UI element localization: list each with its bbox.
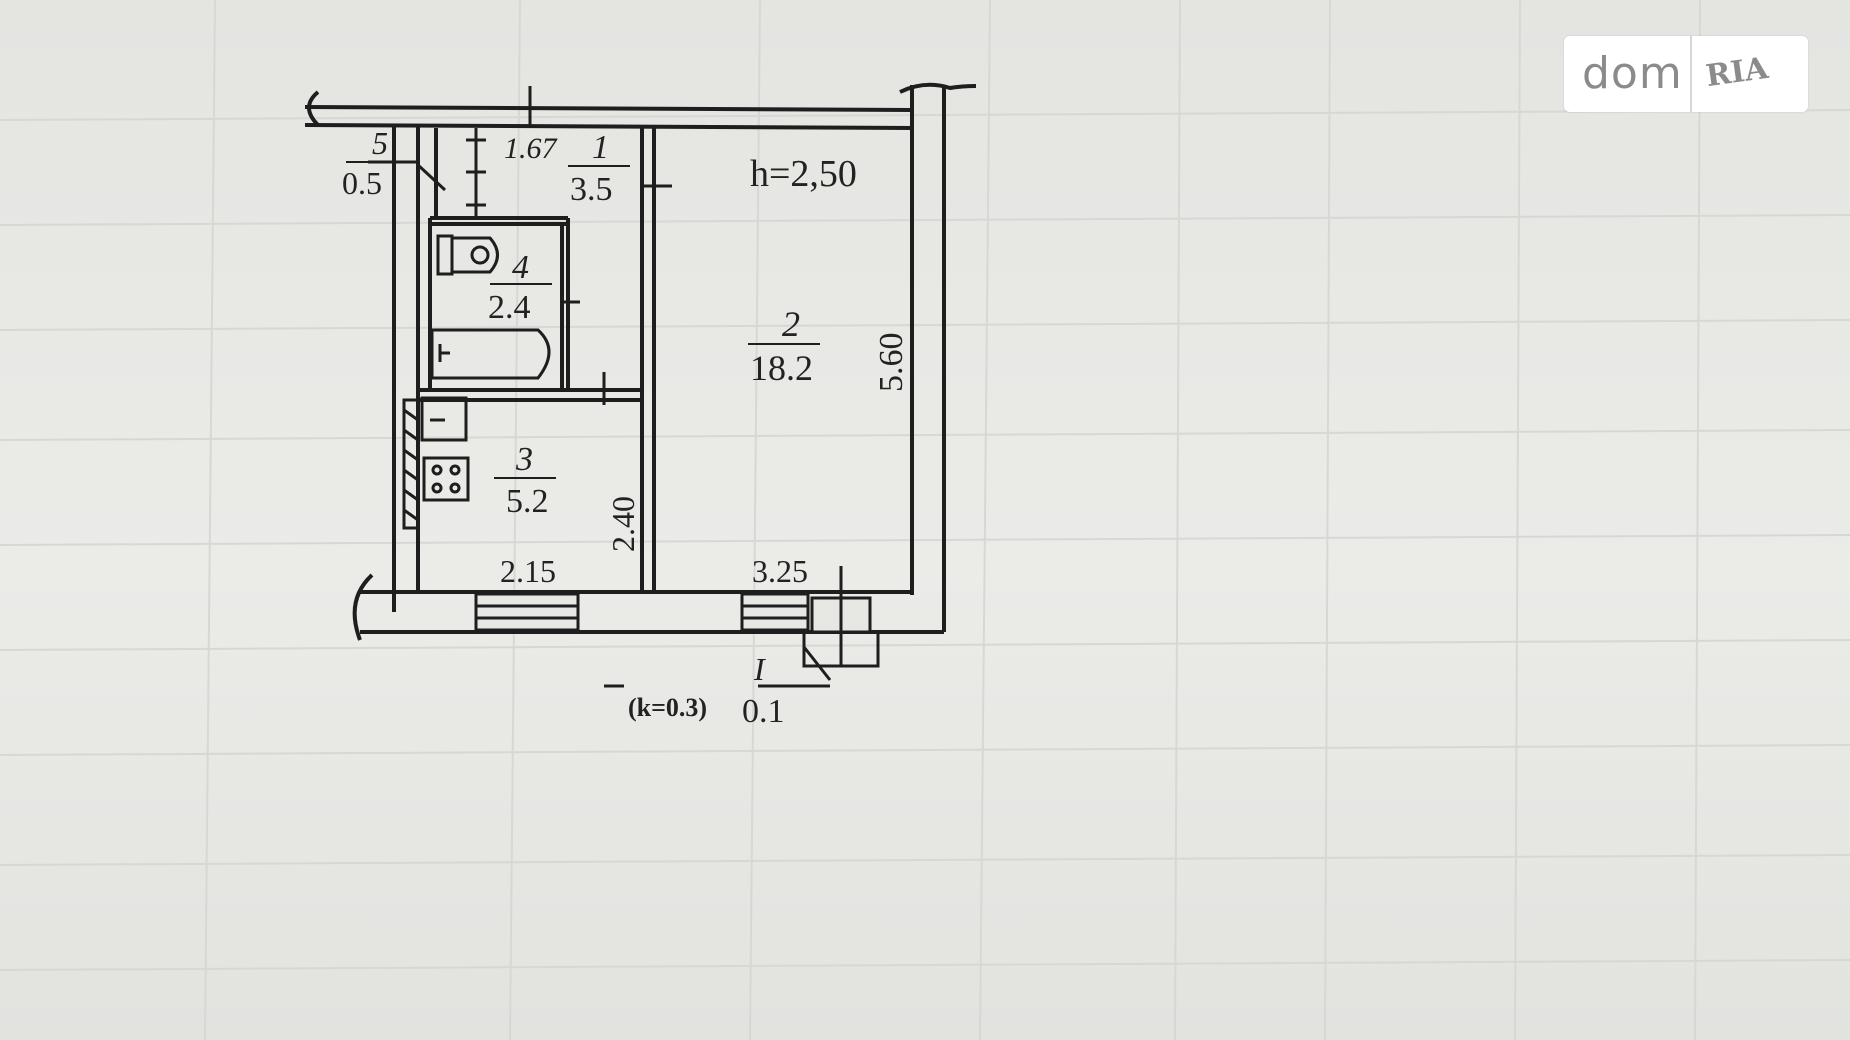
room3-width-label: 2.15: [500, 553, 556, 589]
room-5-area: 0.5: [342, 165, 382, 201]
room-1-area: 3.5: [570, 171, 613, 208]
balcony-number: I: [753, 651, 766, 687]
balcony-coefficient: (k=0.3): [628, 693, 707, 722]
windows: [474, 566, 880, 681]
room-3-area: 5.2: [506, 483, 549, 520]
logo-text-ria: RIA: [1703, 50, 1771, 95]
fixtures: [402, 234, 551, 530]
room-2-area: 18.2: [750, 348, 813, 388]
room2-width-label: 3.25: [752, 553, 808, 589]
room2-height-label: 5.60: [873, 333, 910, 393]
toilet-icon: [436, 234, 499, 276]
ceiling-height-label: h=2,50: [750, 153, 857, 195]
room-5-number: 5: [372, 125, 388, 161]
balcony-area: 0.1: [742, 693, 785, 730]
bathtub-icon: [430, 328, 551, 380]
room-2-number: 2: [782, 304, 800, 344]
sink-icon: [420, 396, 468, 442]
logo-divider: [1690, 36, 1692, 112]
room-3-number: 3: [515, 441, 533, 478]
dom-ria-watermark-logo: dom RIA: [1564, 36, 1808, 112]
room-4-area: 2.4: [488, 289, 531, 326]
dimension-labels: 1.67 2.15 3.25 5.60 2.40: [500, 132, 910, 589]
room3-height-label: 2.40: [605, 496, 641, 552]
room-1-number: 1: [592, 129, 609, 166]
corridor-width-label: 1.67: [504, 132, 559, 165]
stove-icon: [422, 456, 470, 502]
room-4-number: 4: [512, 249, 529, 286]
counter-icon: [402, 398, 420, 530]
logo-text-dom: dom: [1582, 48, 1683, 99]
room-labels: h=2,50 1 3.5 2 18.2 3 5.2 4 2.4 5 0.5 I …: [342, 125, 857, 730]
